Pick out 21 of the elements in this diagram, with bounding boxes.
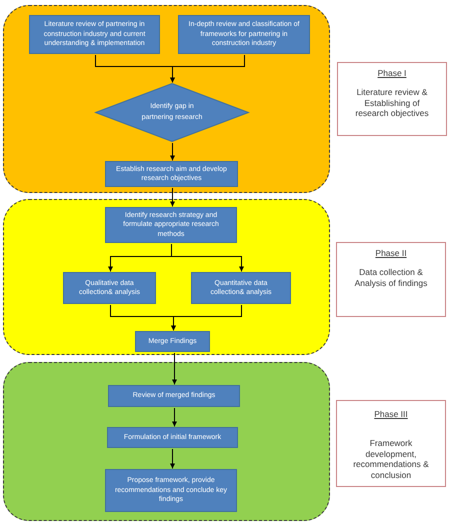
phase-label-box: [336, 400, 446, 487]
arrow: [171, 304, 242, 331]
decision-diamond: [95, 83, 249, 142]
arrow: [172, 408, 177, 427]
phase-panel: [3, 5, 330, 193]
arrow: [172, 352, 177, 385]
arrow: [170, 188, 175, 207]
phase-heading: Phase II: [375, 248, 407, 258]
arrow: [170, 448, 175, 469]
phase-label-box: [336, 242, 446, 317]
phase-label-box: [337, 62, 447, 136]
arrow: [170, 54, 245, 83]
phase-description: Data collection & Analysis of findings: [354, 267, 428, 288]
phase-panel: [3, 199, 330, 355]
phase-heading: Phase I: [378, 68, 406, 78]
phase-heading: Phase III: [374, 409, 408, 420]
arrow: [171, 244, 244, 272]
phase-panel: [3, 362, 330, 521]
phase-description: Framework development, recommendations & conclusion: [352, 438, 430, 481]
phase-description: Literature review & Establishing of research objectives: [354, 87, 430, 120]
arrow: [170, 142, 175, 161]
